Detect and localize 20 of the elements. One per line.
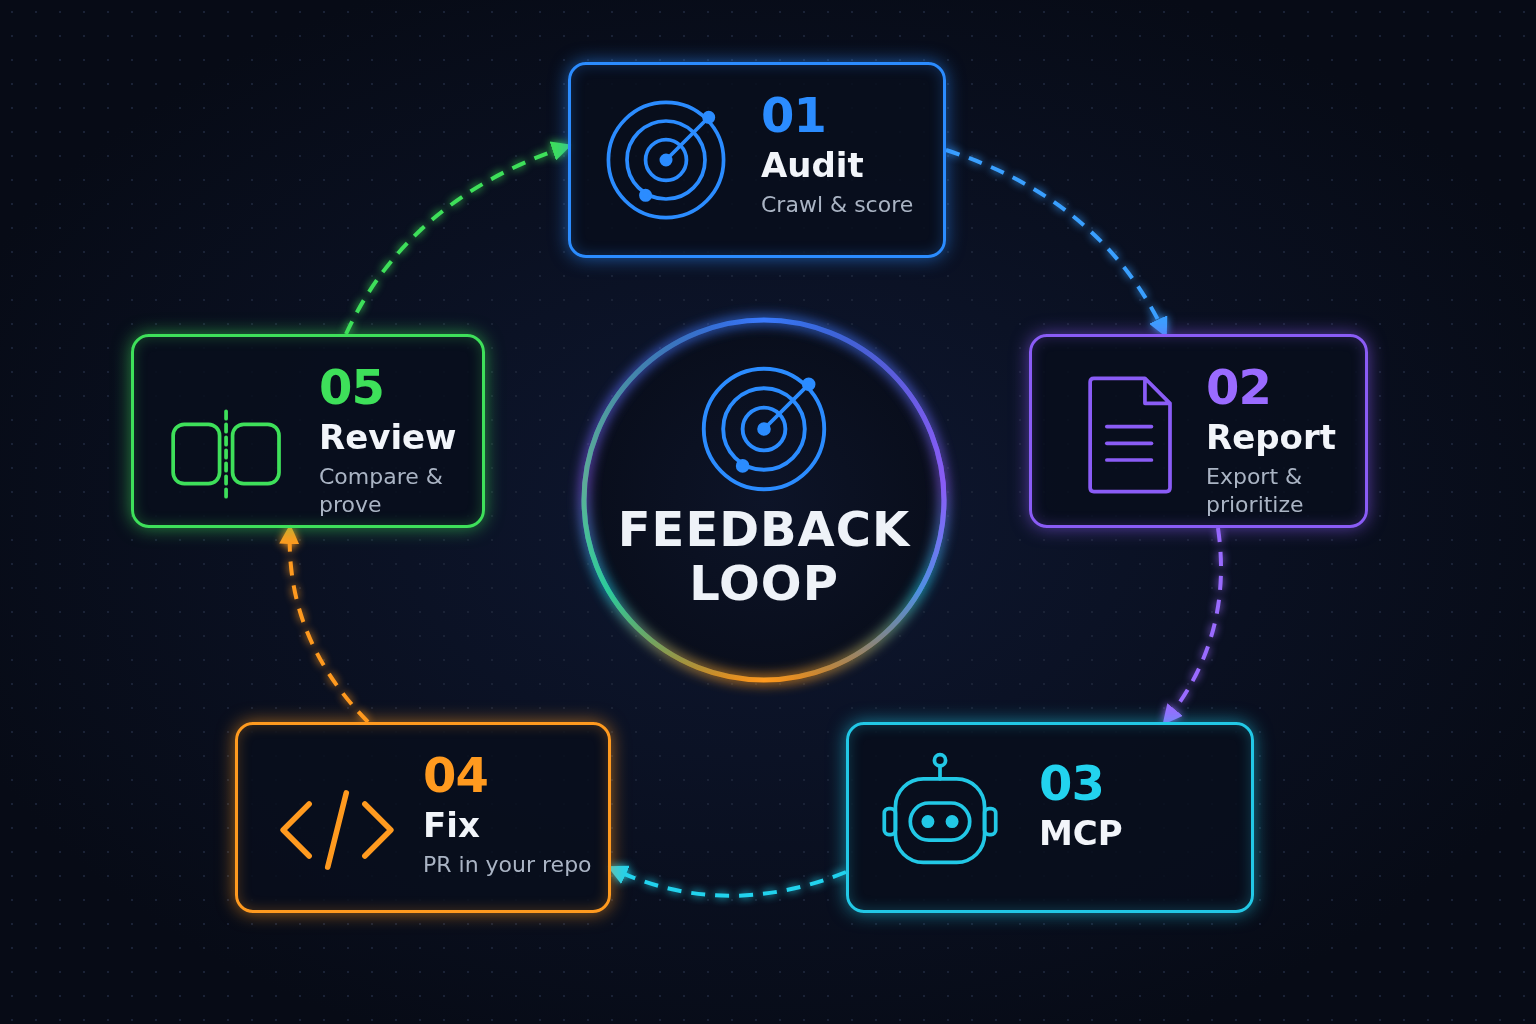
step-title: Audit — [761, 144, 865, 187]
step-card — [846, 722, 1254, 913]
step-number: 03 — [1039, 755, 1105, 811]
step-title: MCP — [1039, 812, 1124, 855]
step-subtitle: Export & prioritize — [1206, 463, 1305, 519]
step-card — [568, 62, 946, 258]
step-title: Report — [1206, 416, 1337, 459]
step-title: Fix — [423, 804, 481, 847]
step-number: 02 — [1206, 359, 1272, 415]
step-title: Review — [319, 416, 458, 459]
step-subtitle: Crawl & score — [761, 191, 915, 219]
step-number: 04 — [423, 747, 489, 803]
circle-title: FEEDBACK LOOP — [616, 502, 912, 610]
step-subtitle: Compare & prove — [319, 463, 444, 519]
step-card — [1029, 334, 1368, 528]
step-subtitle: PR in your repo — [423, 851, 593, 879]
step-card — [235, 722, 611, 913]
step-number: 05 — [319, 359, 385, 415]
step-number: 01 — [761, 87, 827, 143]
step-card — [131, 334, 485, 528]
